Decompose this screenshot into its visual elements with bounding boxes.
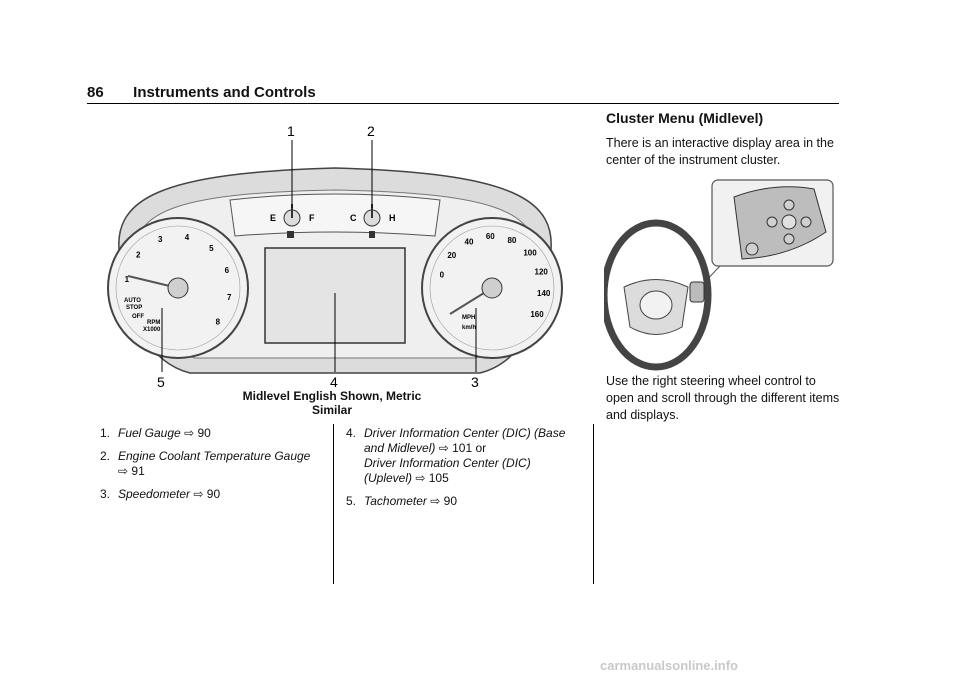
instrument-cluster-illustration: E F C H 1 2 3 4 5 6 7 8 0 20 40 60 80 100 120 140 160 A… bbox=[107, 123, 563, 390]
tachometer-tick-label: 6 bbox=[225, 266, 230, 275]
speedometer-tick-label: 20 bbox=[447, 251, 456, 260]
item-text: Fuel Gauge bbox=[118, 426, 181, 440]
coolant-icon bbox=[369, 231, 375, 238]
off-label: OFF bbox=[132, 314, 144, 320]
speedometer-tick-label: 100 bbox=[523, 249, 537, 258]
temperature-gauge: C H bbox=[350, 204, 396, 238]
or-connector: or bbox=[475, 441, 487, 455]
callout-3: 3 bbox=[471, 374, 479, 390]
item-number: 3. bbox=[100, 487, 111, 501]
rpm-label: RPM bbox=[147, 320, 160, 326]
item-text: Engine Coolant Temperature Gauge bbox=[118, 449, 311, 463]
speedometer bbox=[421, 217, 563, 359]
speedometer-tick-label: 160 bbox=[530, 310, 544, 319]
page-reference[interactable]: ⇨ 101 bbox=[438, 441, 473, 455]
stop-label: STOP bbox=[126, 305, 142, 311]
tachometer-tick-label: 7 bbox=[227, 293, 232, 302]
airbag-cover bbox=[639, 290, 673, 320]
list-item: 2. Engine Coolant Temperature Gauge ⇨ 91 bbox=[100, 449, 325, 479]
page-reference-2[interactable]: ⇨ 105 bbox=[415, 471, 449, 485]
control-pad bbox=[733, 186, 827, 260]
page-reference[interactable]: ⇨ 90 bbox=[193, 487, 221, 501]
list-item: 3. Speedometer ⇨ 90 bbox=[100, 487, 325, 502]
tachometer-tick-label: 1 bbox=[125, 275, 130, 284]
x1000-label: X1000 bbox=[143, 327, 161, 333]
speedometer-tick-label: 0 bbox=[440, 271, 445, 280]
page-number: 86 bbox=[87, 84, 104, 101]
callout-list-left: 1. Fuel Gauge ⇨ 90 2. Engine Coolant Tem… bbox=[100, 426, 325, 510]
tachometer-tick-label: 2 bbox=[136, 251, 141, 260]
speedometer-tick-label: 40 bbox=[465, 237, 474, 246]
item-number: 1. bbox=[100, 426, 111, 440]
speedometer-tick-label: 80 bbox=[507, 236, 516, 245]
callout-1: 1 bbox=[287, 123, 295, 139]
list-item: 5. Tachometer ⇨ 90 bbox=[346, 494, 576, 509]
auto-label: AUTO bbox=[124, 298, 141, 304]
temp-c-label: C bbox=[350, 213, 357, 223]
fuel-gauge: E F bbox=[270, 204, 315, 238]
steering-wheel-rim bbox=[604, 219, 712, 371]
page-reference[interactable]: ⇨ 90 bbox=[430, 494, 458, 508]
column-divider bbox=[333, 424, 334, 584]
header-rule bbox=[87, 103, 839, 104]
callout-5: 5 bbox=[157, 374, 165, 390]
section-title: Instruments and Controls bbox=[133, 84, 316, 101]
tachometer-tick-label: 5 bbox=[209, 244, 214, 253]
left-button bbox=[766, 216, 778, 228]
tachometer bbox=[107, 217, 249, 359]
fuel-e-label: E bbox=[270, 213, 276, 223]
down-button bbox=[783, 233, 795, 245]
item-number: 2. bbox=[100, 449, 111, 463]
tachometer-tick-label: 4 bbox=[185, 233, 190, 242]
tach-labels: 1 2 3 4 5 6 7 8 bbox=[125, 233, 232, 327]
small-gauge-pod bbox=[229, 193, 441, 237]
callout-list-right: 4. Driver Information Center (DIC) (Base… bbox=[346, 426, 576, 517]
body-paragraph: Use the right steering wheel control to … bbox=[606, 374, 840, 422]
item-number: 4. bbox=[346, 426, 357, 440]
item-number: 5. bbox=[346, 494, 357, 508]
item-text: Driver Information Center (DIC) (Base an… bbox=[364, 426, 566, 455]
fuel-pump-icon bbox=[287, 231, 294, 238]
mph-label: MPH bbox=[462, 315, 475, 321]
steering-wheel-illustration bbox=[604, 179, 834, 371]
temp-h-label: H bbox=[389, 213, 396, 223]
section-heading: Cluster Menu (Midlevel) bbox=[606, 110, 764, 126]
kmh-label: km/h bbox=[462, 325, 476, 331]
intro-paragraph: There is an interactive display area in … bbox=[606, 136, 834, 167]
tachometer-tick-label: 3 bbox=[158, 235, 163, 244]
right-wheel-control bbox=[689, 281, 705, 303]
callout-2: 2 bbox=[367, 123, 375, 139]
tachometer-tick-label: 8 bbox=[216, 317, 221, 326]
watermark: carmanualsonline.info bbox=[600, 658, 738, 673]
page-header: 86 Instruments and Controls bbox=[87, 84, 316, 101]
list-item: 4. Driver Information Center (DIC) (Base… bbox=[346, 426, 576, 486]
column-divider bbox=[593, 424, 594, 584]
speed-labels: 0 20 40 60 80 100 120 140 160 bbox=[440, 232, 551, 319]
gauge-text: AUTO STOP OFF RPM X1000 MPH km/h bbox=[124, 298, 476, 333]
fuel-f-label: F bbox=[309, 213, 315, 223]
item-text: Tachometer bbox=[364, 494, 427, 508]
item-text: Speedometer bbox=[118, 487, 191, 501]
select-button bbox=[781, 214, 797, 230]
page-reference[interactable]: ⇨ 90 bbox=[184, 426, 211, 440]
callout-4: 4 bbox=[330, 374, 338, 390]
right-button bbox=[800, 216, 812, 228]
figure-caption: Midlevel English Shown, Metric Similar bbox=[242, 389, 422, 417]
page-reference[interactable]: ⇨ 91 bbox=[118, 464, 145, 478]
list-item: 1. Fuel Gauge ⇨ 90 bbox=[100, 426, 325, 441]
item-text-2: Driver Information Center (DIC) (Uplevel… bbox=[364, 456, 531, 485]
voice-button bbox=[745, 242, 759, 256]
speedometer-tick-label: 120 bbox=[535, 267, 549, 276]
up-button bbox=[783, 199, 795, 211]
speedometer-tick-label: 60 bbox=[486, 232, 495, 241]
speedometer-tick-label: 140 bbox=[537, 289, 551, 298]
